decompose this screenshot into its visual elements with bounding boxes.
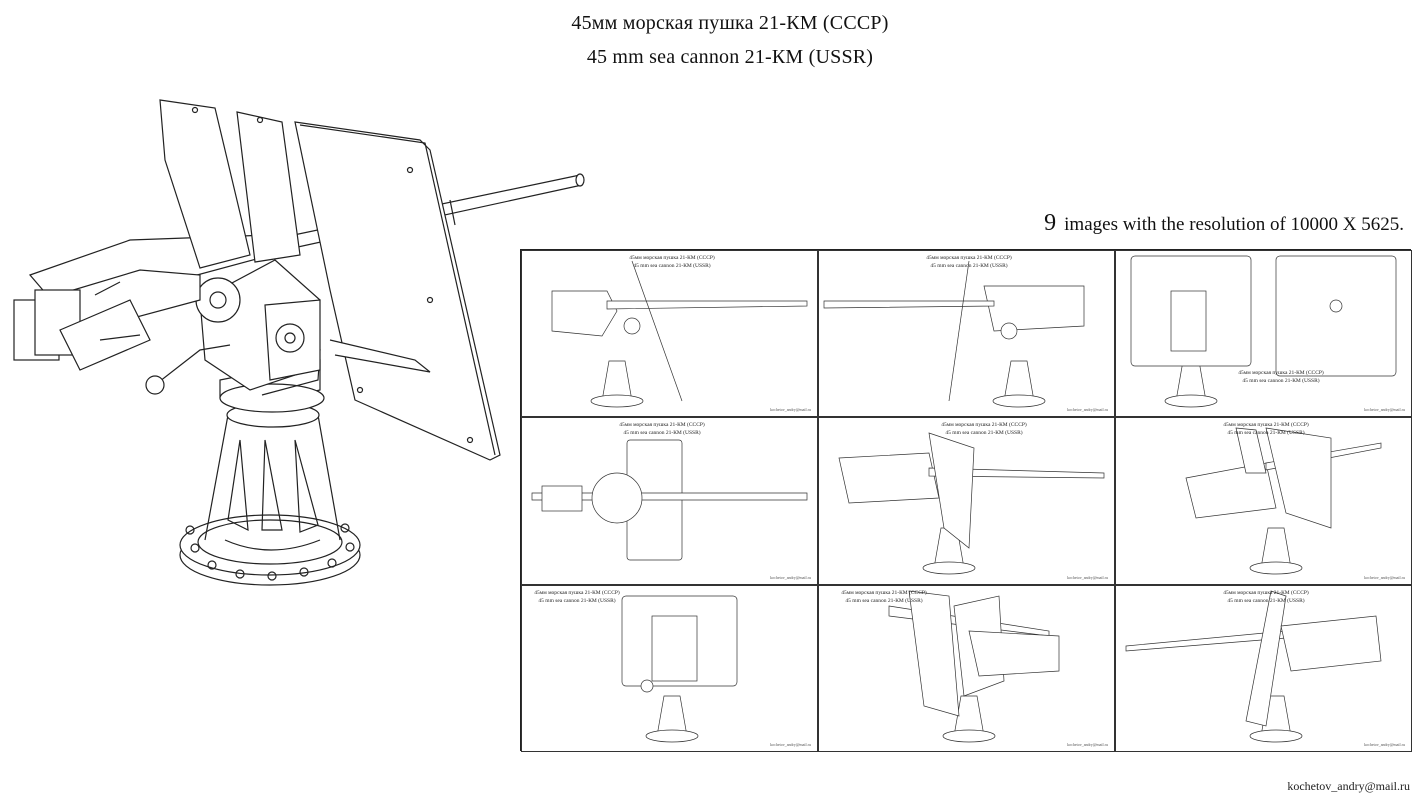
thumbnail-caption-en: 45 mm sea cannon 21-КМ (USSR): [945, 430, 1023, 437]
thumbnail-author: kochetov_andry@mail.ru: [1364, 574, 1405, 580]
thumbnail-perspective-3: 45мм морская пушка 21-КМ (СССР)45 mm sea…: [818, 584, 1115, 752]
thumbnail-side-right: 45мм морская пушка 21-КМ (СССР) 45 mm sea…: [818, 250, 1115, 418]
thumbnail-caption: 45мм морская пушка 21-КМ (СССР)45 mm sea…: [522, 589, 652, 605]
thumbnail-caption-en: 45 mm sea cannon 21-КМ (USSR): [623, 430, 701, 437]
shield: [159, 99, 501, 461]
thumbnail-perspective-front: 45мм морская пушка 21-КМ (СССР)45 mm sea…: [521, 584, 818, 752]
image-count: 9: [1044, 210, 1057, 236]
thumbnail-caption-ru: 45мм морская пушка 21-КМ (СССР): [841, 589, 927, 596]
thumbnail-drawing: [551, 260, 808, 408]
thumbnail-grid: 45мм морская пушка 21-КМ (СССР)45 mm sea…: [520, 249, 1412, 752]
thumbnail-caption-en: 45 mm sea cannon 21-КМ (USSR): [1227, 430, 1305, 437]
carriage: [145, 259, 321, 395]
thumbnail-author: kochetov_andry@mail.ru: [1067, 741, 1108, 747]
thumbnail-author: kochetov_andry@mail.ru: [770, 574, 811, 580]
thumbnail-drawing: [823, 260, 1085, 408]
thumbnail-caption-en: 45 mm sea cannon 21-КМ (USSR): [633, 263, 711, 269]
thumbnail-caption-ru: 45мм морская пушка 21-КМ (СССР): [1238, 370, 1324, 376]
author-email: kochetov_andry@mail.ru: [1287, 779, 1410, 793]
thumbnail-drawing: [1130, 255, 1397, 408]
shield-strut: [329, 339, 431, 373]
thumbnail-caption-ru: 45мм морская пушка 21-КМ (СССР): [534, 589, 620, 596]
thumbnail-caption-en: 45 mm sea cannon 21-КМ (USSR): [845, 597, 923, 604]
thumbnail-caption: 45мм морская пушка 21-КМ (СССР)45 mm sea…: [909, 421, 1059, 437]
title-ru: 45мм морская пушка 21-КМ (СССР): [571, 12, 889, 34]
thumbnail-drawing: [621, 595, 738, 743]
thumbnail-caption-en: 45 mm sea cannon 21-КМ (USSR): [1227, 597, 1305, 604]
main-gun-drawing: [13, 99, 585, 586]
thumbnail-drawing: [888, 590, 1060, 743]
thumbnail-caption-en: 45 mm sea cannon 21-КМ (USSR): [538, 597, 616, 604]
thumbnail-caption: 45мм морская пушка 21-КМ (СССР) 45 mm sea…: [597, 254, 747, 270]
resolution-text: images with the resolution of 10000 X 56…: [1064, 214, 1404, 235]
thumbnail-author: kochetov_andry@mail.ru: [770, 407, 811, 413]
resolution-note: 9 images with the resolution of 10000 X 5…: [1044, 210, 1404, 237]
thumbnail-drawing: [1125, 590, 1382, 743]
thumbnail-author: kochetov_andry@mail.ru: [1067, 407, 1108, 413]
thumbnail-caption-en: 45 mm sea cannon 21-КМ (USSR): [930, 263, 1008, 269]
thumbnail-author: kochetov_andry@mail.ru: [1364, 741, 1405, 747]
thumbnail-perspective-1: 45мм морская пушка 21-КМ (СССР)45 mm sea…: [818, 417, 1115, 585]
thumbnail-caption-ru: 45мм морская пушка 21-КМ (СССР): [1223, 589, 1309, 596]
thumbnail-author: kochetov_andry@mail.ru: [1364, 407, 1405, 413]
thumbnail-front-back: 45мм морская пушка 21-КМ (СССР) 45 mm sea…: [1115, 250, 1412, 418]
thumbnail-caption-ru: 45мм морская пушка 21-КМ (СССР): [941, 422, 1027, 429]
thumbnail-drawing: [1185, 427, 1382, 575]
thumbnail-perspective-2: 45мм морская пушка 21-КМ (СССР)45 mm sea…: [1115, 417, 1412, 585]
thumbnail-caption: 45мм морская пушка 21-КМ (СССР)45 mm sea…: [1191, 589, 1341, 605]
thumbnail-caption-ru: 45мм морская пушка 21-КМ (СССР): [926, 255, 1012, 261]
breech: [13, 281, 151, 371]
thumbnail-caption-en: 45 mm sea cannon 21-КМ (USSR): [1242, 378, 1320, 384]
thumbnail-side-left: 45мм морская пушка 21-КМ (СССР) 45 mm sea…: [521, 250, 818, 418]
thumbnail-caption-ru: 45мм морская пушка 21-КМ (СССР): [1223, 422, 1309, 429]
thumbnail-author: kochetov_andry@mail.ru: [1067, 574, 1108, 580]
thumbnail-author: kochetov_andry@mail.ru: [770, 741, 811, 747]
thumbnail-caption: 45мм морская пушка 21-КМ (СССР) 45 mm sea…: [894, 254, 1044, 270]
thumbnail-top: 45мм морская пушка 21-КМ (СССР)45 mm sea…: [521, 417, 818, 585]
thumbnail-caption-ru: 45мм морская пушка 21-КМ (СССР): [629, 255, 715, 261]
thumbnail-caption-ru: 45мм морская пушка 21-КМ (СССР): [619, 422, 705, 429]
thumbnail-caption: 45мм морская пушка 21-КМ (СССР)45 mm sea…: [587, 421, 737, 437]
thumbnail-drawing: [838, 432, 1105, 575]
thumbnail-drawing: [531, 439, 808, 561]
thumbnail-perspective-4: 45мм морская пушка 21-КМ (СССР)45 mm sea…: [1115, 584, 1412, 752]
title-en: 45 mm sea cannon 21-КМ (USSR): [586, 46, 874, 68]
thumbnail-caption: 45мм морская пушка 21-КМ (СССР)45 mm sea…: [819, 589, 959, 605]
thumbnail-caption: 45мм морская пушка 21-КМ (СССР)45 mm sea…: [1191, 421, 1341, 437]
thumbnail-caption: 45мм морская пушка 21-КМ (СССР) 45 mm sea…: [1206, 369, 1356, 385]
